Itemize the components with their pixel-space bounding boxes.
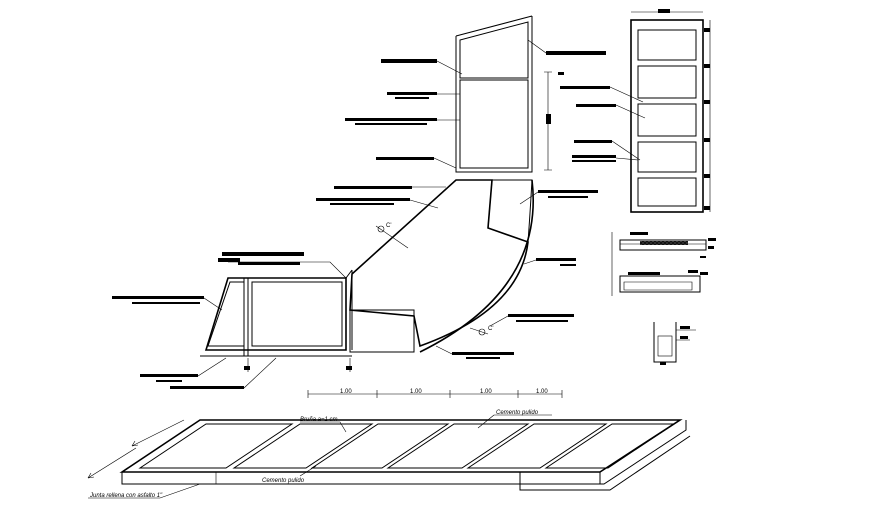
right-elevation-panels [560,9,711,213]
dim-4: 1.00 [536,389,548,395]
detail-sections [611,232,716,365]
note-cemento-top: Cemento pulido [496,410,539,416]
dim-1: 1.00 [340,389,352,395]
note-junta: Junta rellena con asfalto 1" [89,493,163,499]
isometric-slab-detail: 1.00 1.00 1.00 1.00 Bruña a=1 cm Cemento… [87,389,691,499]
brick-wall-vertical [455,15,552,173]
dim-2: 1.00 [410,389,422,395]
note-cemento-bottom: Cemento pulido [262,478,305,484]
stray-marks [558,72,706,258]
stone-paving-plan: C' C' [349,179,534,353]
stone-paving-labels [316,186,598,359]
brick-wall-labels [345,39,606,169]
dim-3: 1.00 [480,389,492,395]
left-brick-paving [112,252,353,389]
note-bruna: Bruña a=1 cm [300,417,338,423]
section-marker-c-bottom: C' [488,326,493,332]
section-marker-c-top: C' [386,223,391,229]
